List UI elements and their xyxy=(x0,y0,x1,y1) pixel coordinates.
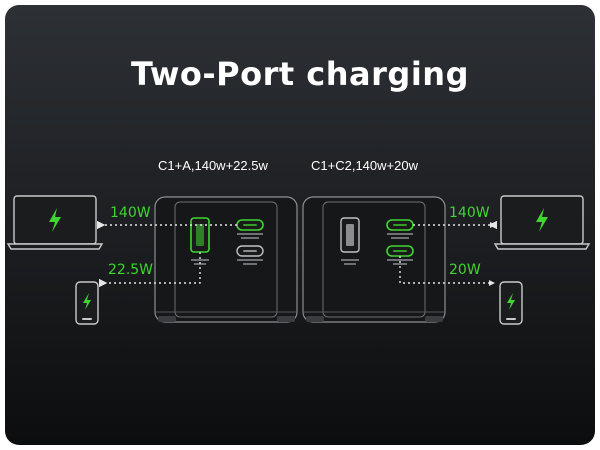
phone-icon xyxy=(75,281,99,325)
right-laptop-watt-label: 140W xyxy=(449,205,490,221)
right-charger xyxy=(302,196,446,323)
page-title: Two-Port charging xyxy=(131,55,469,93)
left-usb-c1-port-active xyxy=(236,219,264,231)
left-usb-c2-port xyxy=(236,245,264,257)
laptop-icon xyxy=(493,195,591,250)
right-usb-c2-port-active xyxy=(386,245,414,257)
left-phone-connector xyxy=(99,252,201,288)
lightning-bolt-icon xyxy=(507,293,515,310)
phone-icon xyxy=(499,281,523,325)
right-config-caption: C1+C2,140w+20w xyxy=(311,158,418,173)
left-config-caption: C1+A,140w+22.5w xyxy=(158,158,268,173)
left-charger xyxy=(154,196,298,323)
left-usb-a-port-active xyxy=(190,217,210,253)
lightning-bolt-icon xyxy=(49,208,61,232)
lightning-bolt-icon xyxy=(536,208,548,232)
right-usb-c1-port-active xyxy=(386,219,414,231)
laptop-icon xyxy=(6,195,104,250)
left-laptop-watt-label: 140W xyxy=(110,205,151,221)
connector-lines xyxy=(97,220,497,288)
right-phone-connector xyxy=(399,256,492,284)
lightning-bolt-icon xyxy=(83,293,91,310)
left-phone-watt-label: 22.5W xyxy=(108,262,154,278)
right-usb-a-port xyxy=(340,217,360,253)
right-phone-watt-label: 20W xyxy=(449,262,481,278)
